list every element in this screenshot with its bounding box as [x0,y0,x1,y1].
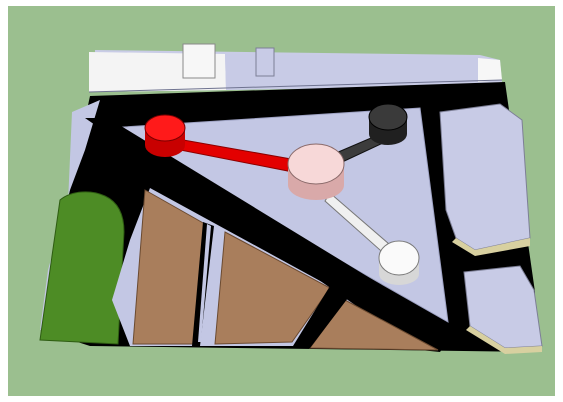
rooftop-box-blue [256,48,274,76]
dark-node [369,104,407,145]
right-building-upper [440,104,530,250]
rooftop-box-white [183,44,215,78]
white-end-cap [478,58,502,82]
red-node [145,115,185,157]
white-node [379,241,419,285]
pink-node [288,144,344,200]
